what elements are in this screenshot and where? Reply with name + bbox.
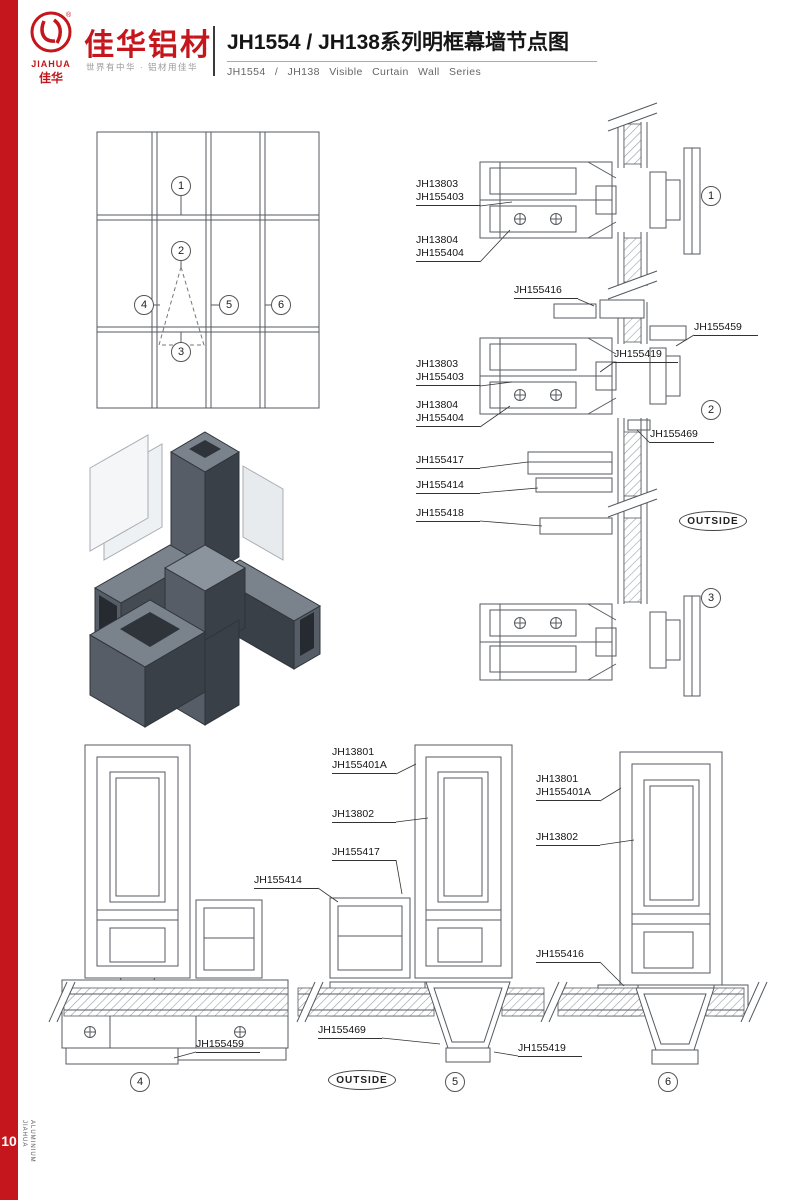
brand-vertical-line2: ALUMINIUM <box>29 1120 35 1163</box>
part-label-line: JH155459 <box>694 321 742 333</box>
jiahua-logo: JIAHUA 佳华 <box>24 10 78 86</box>
part-label-line: JH155401A <box>536 786 591 798</box>
part-label-line: JH155417 <box>332 846 380 858</box>
part-label: JH155417 <box>332 846 396 861</box>
part-label: JH155469 <box>318 1024 382 1039</box>
part-label-line: JH155401A <box>332 759 387 771</box>
part-label: JH13803 JH155403 <box>416 178 480 206</box>
part-label: JH155414 <box>416 479 480 494</box>
part-label: JH155419 <box>518 1042 582 1057</box>
outside-label-right: OUTSIDE <box>679 511 747 531</box>
profile-3d-render <box>89 431 322 728</box>
part-label-line: JH155404 <box>416 412 464 424</box>
part-label-line: JH155414 <box>254 874 302 886</box>
detail-callout-6: 6 <box>658 1072 678 1092</box>
jiahua-logo-icon <box>30 11 72 53</box>
part-label: JH13801 JH155401A <box>536 773 600 801</box>
page-number: 10 <box>1 1133 17 1149</box>
glass-run-vertical <box>527 418 658 604</box>
leader-lines <box>173 201 695 1059</box>
part-label-line: JH155416 <box>536 948 584 960</box>
brand-vertical-text: JIAHUA ALUMINIUM <box>21 1120 35 1163</box>
part-label-line: JH155469 <box>318 1024 366 1036</box>
part-label-line: JH155459 <box>196 1038 244 1050</box>
detail-section-1 <box>479 102 701 286</box>
part-label: JH155419 <box>614 348 678 363</box>
elevation-callout-5: 5 <box>219 295 239 315</box>
part-label: JH13804 JH155404 <box>416 234 480 262</box>
part-label-line: JH155419 <box>614 348 662 360</box>
elevation-callout-6: 6 <box>271 295 291 315</box>
part-label-line: JH13804 <box>416 399 459 411</box>
page-subtitle: JH1554 / JH138 Visible Curtain Wall Seri… <box>227 66 482 78</box>
detail-section-2 <box>479 270 687 431</box>
logo-cn-text: 佳华 <box>38 71 63 85</box>
part-label: JH155416 <box>536 948 600 963</box>
elevation-diagram <box>96 131 320 409</box>
detail-callout-1: 1 <box>701 186 721 206</box>
part-label: JH155459 <box>196 1038 260 1053</box>
part-label-line: JH13802 <box>536 831 579 843</box>
elevation-callout-2: 2 <box>171 241 191 261</box>
part-label-line: JH13801 <box>536 773 579 785</box>
part-label: JH155469 <box>650 428 714 443</box>
title-block: JH1554 / JH138系列明框幕墙节点图 JH1554 / JH138 V… <box>227 26 597 78</box>
part-label-line: JH13803 <box>416 178 459 190</box>
part-label-line: JH13801 <box>332 746 375 758</box>
part-label: JH155459 <box>694 321 758 336</box>
elevation-callout-4: 4 <box>134 295 154 315</box>
part-label-line: JH13803 <box>416 358 459 370</box>
detail-callout-2: 2 <box>701 400 721 420</box>
part-label-line: JH155469 <box>650 428 698 440</box>
part-label: JH155414 <box>254 874 318 889</box>
part-label-line: JH155414 <box>416 479 464 491</box>
part-label-line: JH13804 <box>416 234 459 246</box>
part-label-line: JH13802 <box>332 808 375 820</box>
bottom-sill-parts <box>48 981 768 1065</box>
outside-label-bottom: OUTSIDE <box>328 1070 396 1090</box>
part-label: JH155418 <box>416 507 480 522</box>
logo-wordmark: JIAHUA <box>31 59 71 69</box>
brand-vertical-line1: JIAHUA <box>21 1120 27 1148</box>
elevation-callout-1: 1 <box>171 176 191 196</box>
part-label-line: JH155419 <box>518 1042 566 1054</box>
page-title: JH1554 / JH138系列明框幕墙节点图 <box>227 26 597 62</box>
detail-section-5 <box>329 744 513 1017</box>
part-label: JH13801 JH155401A <box>332 746 396 774</box>
detail-callout-4: 4 <box>130 1072 150 1092</box>
part-label-line: JH155403 <box>416 371 464 383</box>
left-red-bar <box>0 0 18 1200</box>
elevation-callout-3: 3 <box>171 342 191 362</box>
header-divider <box>213 26 215 76</box>
part-label: JH13804 JH155404 <box>416 399 480 427</box>
part-label: JH155416 <box>514 284 578 299</box>
part-label: JH13802 <box>536 831 600 846</box>
detail-callout-5: 5 <box>445 1072 465 1092</box>
detail-section-3 <box>479 595 701 697</box>
part-label-line: JH155404 <box>416 247 464 259</box>
part-label-line: JH155418 <box>416 507 464 519</box>
part-label: JH13802 <box>332 808 396 823</box>
brand-slogan: 世界有中华 · 铝材用佳华 <box>86 62 199 72</box>
part-label-line: JH155417 <box>416 454 464 466</box>
part-label-line: JH155403 <box>416 191 464 203</box>
part-label: JH155417 <box>416 454 480 469</box>
detail-section-6 <box>597 751 749 1017</box>
brand-name: 佳华铝材 <box>84 29 212 62</box>
detail-callout-3: 3 <box>701 588 721 608</box>
registered-mark: ® <box>66 12 72 19</box>
part-label: JH13803 JH155403 <box>416 358 480 386</box>
part-label-line: JH155416 <box>514 284 562 296</box>
